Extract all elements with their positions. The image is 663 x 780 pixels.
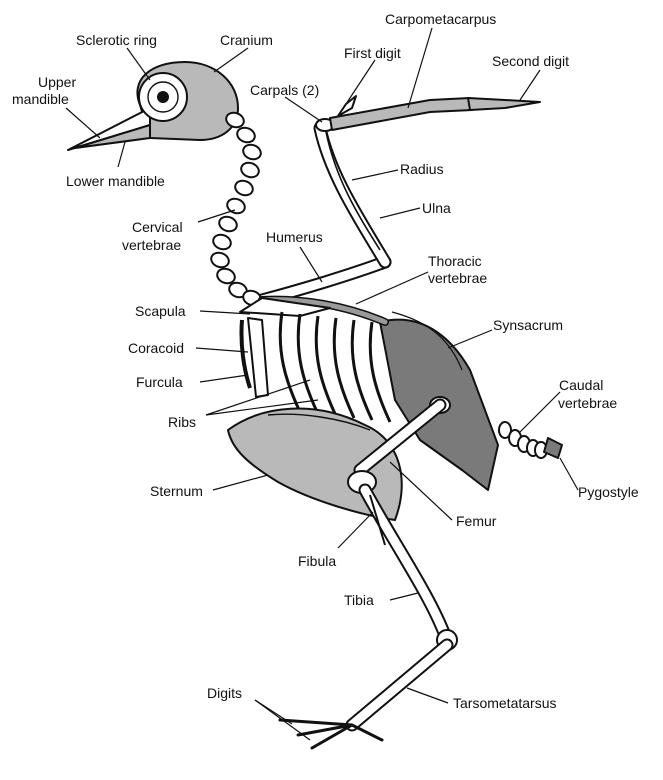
cervical-vertebra: [240, 161, 260, 179]
label-digits: Digits: [207, 685, 242, 701]
label-scapula: Scapula: [135, 303, 186, 319]
label-second-digit: Second digit: [492, 53, 569, 69]
label-humerus: Humerus: [266, 229, 323, 245]
rib: [278, 311, 302, 413]
label-caudal-line1: Caudal: [559, 377, 603, 393]
leg: [278, 470, 458, 750]
cervical-vertebrae-column: [210, 111, 262, 307]
label-thoracic-line2: vertebrae: [428, 270, 487, 286]
lower-mandible-bone: [74, 124, 151, 149]
label-cervical-line2: vertebrae: [122, 237, 181, 253]
caudal-vertebrae-column: [498, 421, 548, 459]
label-synsacrum: Synsacrum: [493, 317, 563, 333]
skull: [67, 61, 239, 151]
label-carpals: Carpals (2): [250, 82, 319, 98]
cervical-vertebra: [212, 233, 232, 251]
label-tibia: Tibia: [344, 592, 374, 608]
first-digit-bone: [337, 95, 357, 117]
rib: [296, 313, 320, 415]
label-sclerotic-ring: Sclerotic ring: [76, 32, 157, 48]
leader-lines: [65, 27, 579, 741]
label-furcula: Furcula: [136, 374, 183, 390]
cervical-vertebra: [242, 143, 262, 161]
second-digit-bone: [467, 97, 541, 111]
ribs-group: [278, 311, 392, 423]
radius-bone: [325, 131, 381, 251]
label-radius: Radius: [400, 161, 444, 177]
furcula-bone: [239, 319, 252, 389]
cervical-vertebra: [226, 197, 246, 215]
label-ribs: Ribs: [168, 414, 196, 430]
cervical-vertebra: [234, 179, 254, 197]
fibula-bone: [369, 494, 386, 546]
label-cranium: Cranium: [220, 32, 273, 48]
scapula-bone: [239, 297, 331, 317]
wing: [255, 95, 541, 307]
coracoid-bone: [247, 317, 269, 398]
cervical-vertebra: [218, 215, 238, 233]
eye-center: [157, 91, 169, 103]
label-fibula: Fibula: [298, 553, 336, 569]
label-lower-mandible: Lower mandible: [66, 173, 165, 189]
label-upper-mandible-line1: Upper: [38, 74, 76, 90]
label-upper-mandible-line2: mandible: [12, 91, 69, 107]
label-tarsometatarsus: Tarsometatarsus: [453, 695, 556, 711]
cervical-vertebra: [236, 126, 256, 144]
label-sternum: Sternum: [150, 483, 203, 499]
caudal-vertebra: [498, 421, 512, 439]
rib: [314, 315, 338, 417]
label-first-digit: First digit: [344, 45, 401, 61]
label-thoracic-line1: Thoracic: [428, 253, 482, 269]
label-carpometacarpus: Carpometacarpus: [385, 11, 496, 27]
trunk: [227, 295, 563, 521]
label-caudal-line2: vertebrae: [558, 395, 617, 411]
cervical-vertebra: [216, 267, 236, 285]
label-pygostyle: Pygostyle: [578, 484, 639, 500]
label-coracoid: Coracoid: [128, 340, 184, 356]
rib: [350, 319, 374, 421]
digits-bones: [278, 718, 384, 750]
rib: [368, 321, 392, 423]
label-ulna: Ulna: [422, 200, 451, 216]
cervical-vertebra: [210, 251, 230, 269]
cervical-vertebra: [225, 111, 245, 129]
labels: Sclerotic ring Cranium Carpometacarpus F…: [12, 11, 639, 711]
label-cervical-line1: Cervical: [132, 219, 183, 235]
pygostyle-bone: [543, 437, 563, 459]
rib: [332, 317, 356, 419]
label-femur: Femur: [456, 513, 497, 529]
